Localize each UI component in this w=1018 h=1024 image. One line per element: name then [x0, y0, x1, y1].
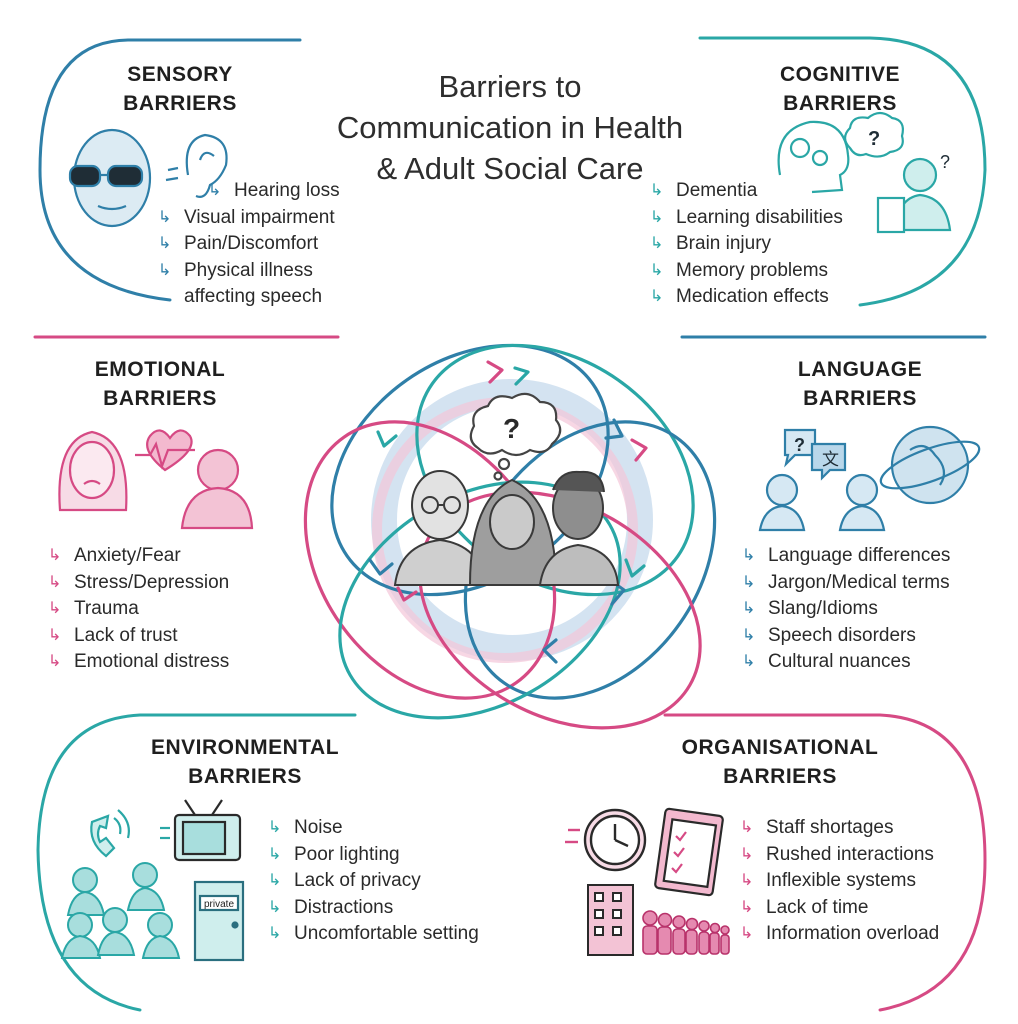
list-item: ↳Distractions	[268, 896, 394, 918]
sensory-frame	[38, 38, 302, 302]
environmental-list: ↳Noise ↳Poor lighting ↳Lack of privacy ↳…	[268, 815, 479, 948]
list-item: ↳Information overload	[740, 923, 940, 945]
sensory-title: SENSORY BARRIERS	[95, 60, 265, 118]
list-item: ↳Brain injury	[650, 233, 772, 255]
center-thought-bubble	[469, 392, 562, 481]
cognitive-list: ↳Dementia ↳Learning disabilities ↳Brain …	[650, 178, 843, 311]
list-item: ↳Staff shortages	[740, 817, 894, 838]
organisational-title-line1: ORGANISATIONAL	[681, 736, 879, 759]
organisational-list: ↳Staff shortages ↳Rushed interactions ↳I…	[740, 815, 939, 948]
sensory-title-line1: SENSORY	[127, 63, 233, 86]
cognitive-title: COGNITIVE BARRIERS	[745, 60, 935, 118]
list-item: ↳Inflexible systems	[740, 870, 916, 892]
cognitive-title-line1: COGNITIVE	[779, 63, 900, 86]
list-item: ↳Pain/Discomfort	[158, 233, 319, 255]
arrowhead	[513, 366, 530, 386]
list-item: ↳Learning disabilities	[650, 206, 843, 228]
list-item: ↳Cultural nuances	[742, 651, 911, 673]
arrowhead	[542, 638, 558, 664]
center-glow-circle	[371, 379, 653, 661]
list-item: ↳Lack of trust	[48, 624, 178, 646]
list-item: ↳Noise	[268, 817, 343, 838]
list-item: ↳Lack of time	[740, 896, 869, 918]
list-item: ↳Slang/Idioms	[742, 598, 878, 620]
cognitive-title-line2: BARRIERS	[783, 92, 897, 115]
arrowhead	[604, 418, 624, 440]
list-item: ↳Visual impairment	[158, 206, 335, 228]
arrowhead	[368, 558, 394, 576]
list-item: ↳Physical illness	[158, 259, 313, 281]
language-list: ↳Language differences ↳Jargon/Medical te…	[742, 543, 950, 676]
cognitive-frame	[698, 36, 987, 307]
list-item: ↳Memory problems	[650, 259, 829, 281]
arrowhead	[630, 438, 648, 462]
list-item: ↳Rushed interactions	[740, 843, 934, 865]
list-item: ↳Speech disorders	[742, 624, 916, 646]
list-item: ↳Medication effects	[650, 286, 829, 308]
emotional-title-line2: BARRIERS	[103, 387, 217, 410]
language-title-line1: LANGUAGE	[797, 358, 923, 381]
organisational-frame	[663, 713, 987, 1012]
list-item: ↳Uncomfortable setting	[268, 923, 479, 945]
arrowhead	[376, 430, 398, 448]
arrowhead	[624, 558, 646, 578]
list-item: ↳Lack of privacy	[268, 870, 421, 892]
sensory-title-line2: BARRIERS	[123, 92, 237, 115]
list-item: ↳Language differences	[742, 545, 951, 566]
list-item: ↳Trauma	[48, 598, 139, 620]
sensory-list: ↳Hearing loss ↳Visual impairment ↳Pain/D…	[158, 178, 340, 311]
arrowhead	[396, 586, 418, 602]
list-item: ↳Anxiety/Fear	[48, 545, 181, 566]
emotional-list: ↳Anxiety/Fear ↳Stress/Depression ↳Trauma…	[48, 543, 229, 676]
list-item: ↳Jargon/Medical terms	[742, 571, 950, 593]
environmental-title: ENVIRONMENTAL BARRIERS	[120, 733, 370, 791]
environmental-title-line2: BARRIERS	[188, 765, 302, 788]
center-people-group	[393, 470, 620, 586]
emotional-title: EMOTIONAL BARRIERS	[70, 355, 250, 413]
environmental-title-line1: ENVIRONMENTAL	[150, 736, 340, 759]
arrowhead	[486, 360, 504, 384]
list-item: ↳Dementia	[650, 180, 758, 201]
organisational-title: ORGANISATIONAL BARRIERS	[650, 733, 910, 791]
list-item: ↳Poor lighting	[268, 843, 400, 865]
language-title: LANGUAGE BARRIERS	[770, 355, 950, 413]
list-item: ↳affecting speech	[184, 286, 323, 308]
organisational-title-line2: BARRIERS	[723, 765, 837, 788]
list-item: ↳Hearing loss	[208, 180, 340, 201]
environmental-frame	[36, 713, 357, 1012]
emotional-title-line1: EMOTIONAL	[94, 358, 226, 381]
list-item: ↳Stress/Depression	[48, 571, 230, 593]
page-title: Barriers to Communication in Health & Ad…	[336, 69, 684, 186]
list-item: ↳Emotional distress	[48, 651, 230, 673]
language-title-line2: BARRIERS	[803, 387, 917, 410]
